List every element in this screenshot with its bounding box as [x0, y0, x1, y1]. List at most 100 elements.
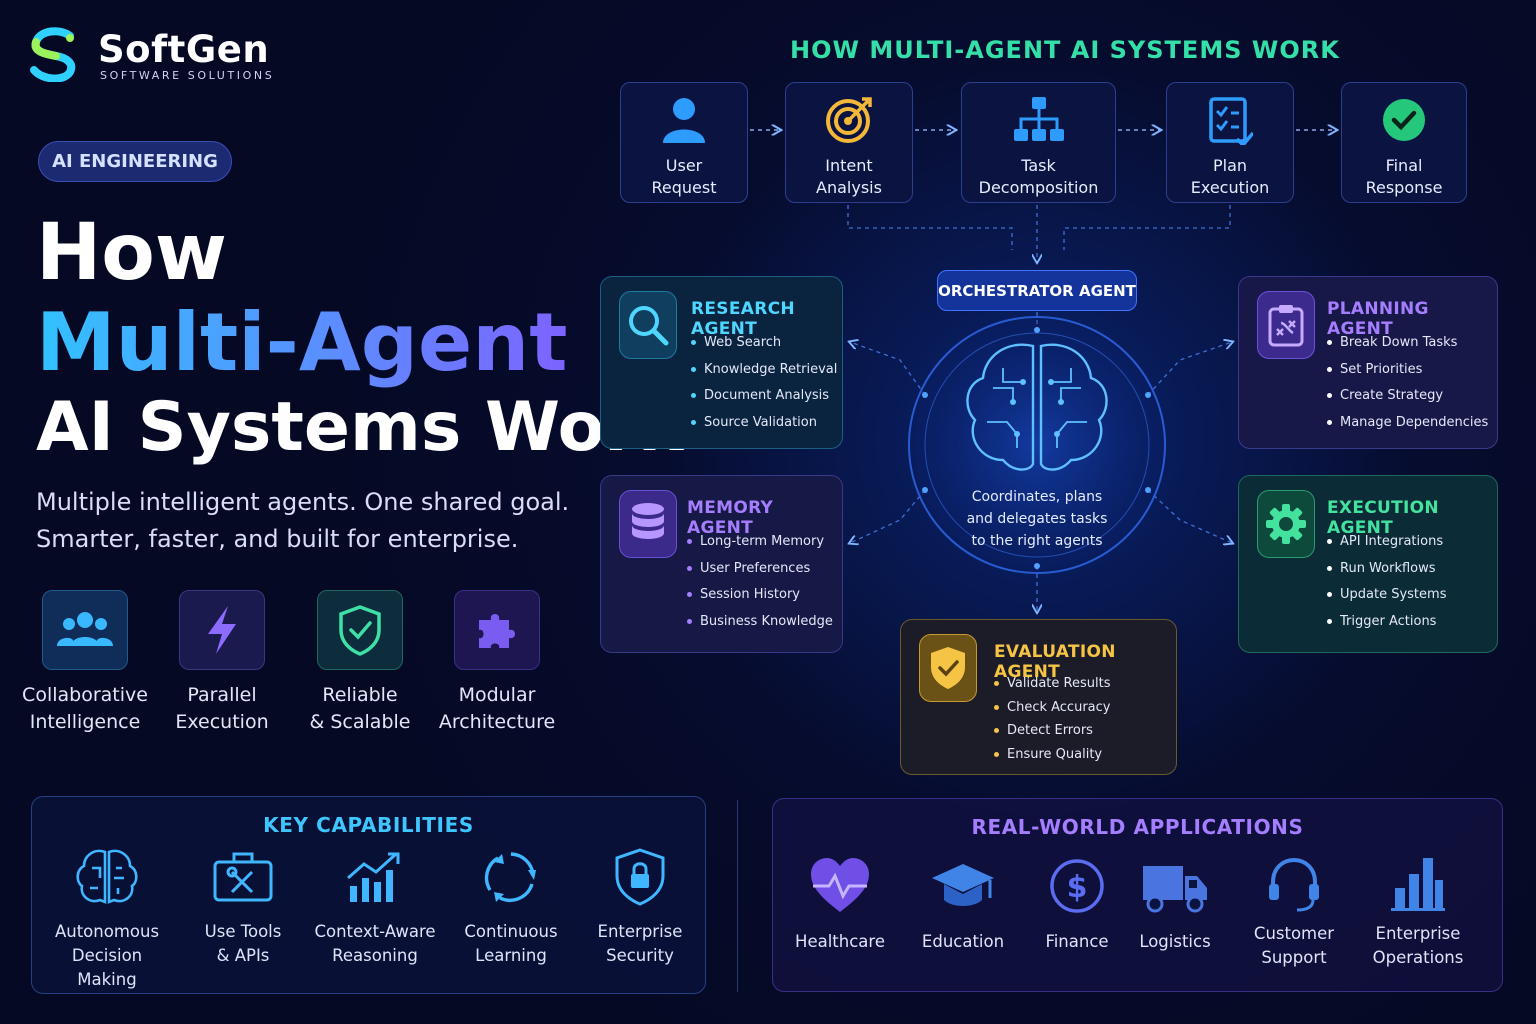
subtitle-line-1: Multiple intelligent agents. One shared … [36, 488, 570, 516]
capability-label: Security [606, 946, 674, 965]
capability-label: Context-Aware [314, 922, 436, 941]
list-item: Document Analysis [691, 388, 837, 415]
capability-label: Continuous [464, 922, 558, 941]
list-item: Knowledge Retrieval [691, 362, 837, 389]
magnifier-icon [619, 291, 677, 359]
step-label: Decomposition [978, 178, 1099, 197]
planning-agent-card: PLANNING AGENT Break Down Tasks Set Prio… [1238, 276, 1498, 449]
step-label: Final [1385, 156, 1423, 175]
key-capabilities-title: KEY CAPABILITIES [263, 813, 474, 837]
application-healthcare: Healthcare [775, 858, 905, 954]
feature-label: Reliable [322, 684, 398, 706]
category-pill: AI ENGINEERING [38, 141, 232, 182]
application-logistics: Logistics [1110, 858, 1240, 954]
list-item: Trigger Actions [1327, 614, 1446, 641]
research-agent-card: RESEARCH AGENT Web Search Knowledge Retr… [600, 276, 843, 449]
list-item: User Preferences [687, 561, 833, 588]
feature-label: Modular [458, 684, 536, 706]
applications-title: REAL-WORLD APPLICATIONS [971, 815, 1304, 839]
users-icon [42, 590, 128, 670]
capability-label: Use Tools [204, 922, 282, 941]
softgen-logo-icon [30, 27, 76, 82]
user-icon [663, 98, 705, 143]
list-item: Update Systems [1327, 587, 1446, 614]
hierarchy-icon [1013, 97, 1064, 141]
capability-label: Learning [475, 946, 547, 965]
puzzle-icon [454, 590, 540, 670]
capability-label: & APIs [216, 946, 270, 965]
orchestrator-desc-line: Coordinates, plans [971, 489, 1103, 505]
shield-check-icon [317, 590, 403, 670]
step-label: Response [1365, 178, 1443, 197]
execution-agent-title: EXECUTION AGENT [1327, 498, 1439, 538]
bar-chart-icon [1391, 858, 1445, 911]
planning-agent-list: Break Down Tasks Set Priorities Create S… [1327, 335, 1488, 441]
capability-label: Reasoning [332, 946, 418, 965]
capability-label: Decision Making [71, 946, 143, 989]
memory-agent-list: Long-term Memory User Preferences Sessio… [687, 534, 833, 640]
list-item: Create Strategy [1327, 388, 1488, 415]
planning-agent-title: PLANNING AGENT [1327, 299, 1429, 339]
feature-label: Parallel [187, 684, 257, 706]
execution-agent-card: EXECUTION AGENT API Integrations Run Wor… [1238, 475, 1498, 653]
application-label: Healthcare [795, 932, 885, 951]
evaluation-agent-list: Validate Results Check Accuracy Detect E… [994, 676, 1110, 770]
application-education: Education [898, 858, 1028, 954]
memory-agent-title: MEMORY AGENT [687, 498, 774, 538]
headset-icon [1269, 857, 1319, 912]
step-label: Request [651, 178, 717, 197]
application-label: Enterprise [1375, 924, 1461, 943]
orchestrator-description: Coordinates, plans and delegates tasks t… [940, 486, 1134, 552]
feature-label: Intelligence [29, 711, 141, 733]
step-label: Plan [1212, 156, 1248, 175]
list-item: Ensure Quality [994, 747, 1110, 771]
truck-icon [1143, 866, 1207, 913]
dollar-coin-icon: $ [1050, 859, 1104, 913]
applications-panel: REAL-WORLD APPLICATIONS [772, 798, 1503, 992]
lightning-icon [179, 590, 265, 670]
application-label: Finance [1045, 932, 1109, 951]
evaluation-agent-title: EVALUATION AGENT [994, 642, 1116, 682]
application-finance: $ Finance [1012, 858, 1142, 954]
orchestrator-agent-badge: ORCHESTRATOR AGENT [937, 270, 1137, 311]
list-item: Break Down Tasks [1327, 335, 1488, 362]
cycle-icon [484, 852, 536, 902]
list-item: Check Accuracy [994, 700, 1110, 724]
target-icon [826, 97, 872, 143]
toolbox-icon [213, 852, 273, 902]
list-item: API Integrations [1327, 534, 1446, 561]
list-item: Source Validation [691, 415, 837, 442]
application-label: Education [921, 932, 1005, 951]
memory-agent-card: MEMORY AGENT Long-term Memory User Prefe… [600, 475, 843, 653]
feature-reliable: Reliable & Scalable [285, 590, 435, 736]
feature-label: & Scalable [309, 711, 411, 733]
headline-line-2: Multi-Agent [36, 296, 568, 389]
application-label: Support [1261, 948, 1327, 967]
list-item: Session History [687, 587, 833, 614]
heart-pulse-icon [811, 858, 869, 912]
list-item: Detect Errors [994, 723, 1110, 747]
list-item: Set Priorities [1327, 362, 1488, 389]
list-item: Validate Results [994, 676, 1110, 700]
application-label: Logistics [1139, 932, 1211, 951]
gear-icon [1257, 490, 1315, 558]
orchestrator-brain-icon [966, 343, 1108, 471]
flow-title: HOW MULTI-AGENT AI SYSTEMS WORK [790, 36, 1340, 64]
list-item: Run Workflows [1327, 561, 1446, 588]
database-icon [619, 490, 677, 558]
step-label: User [665, 156, 703, 175]
step-label: Analysis [816, 178, 882, 197]
check-circle-icon [1383, 99, 1425, 141]
graduation-cap-icon [932, 864, 994, 906]
